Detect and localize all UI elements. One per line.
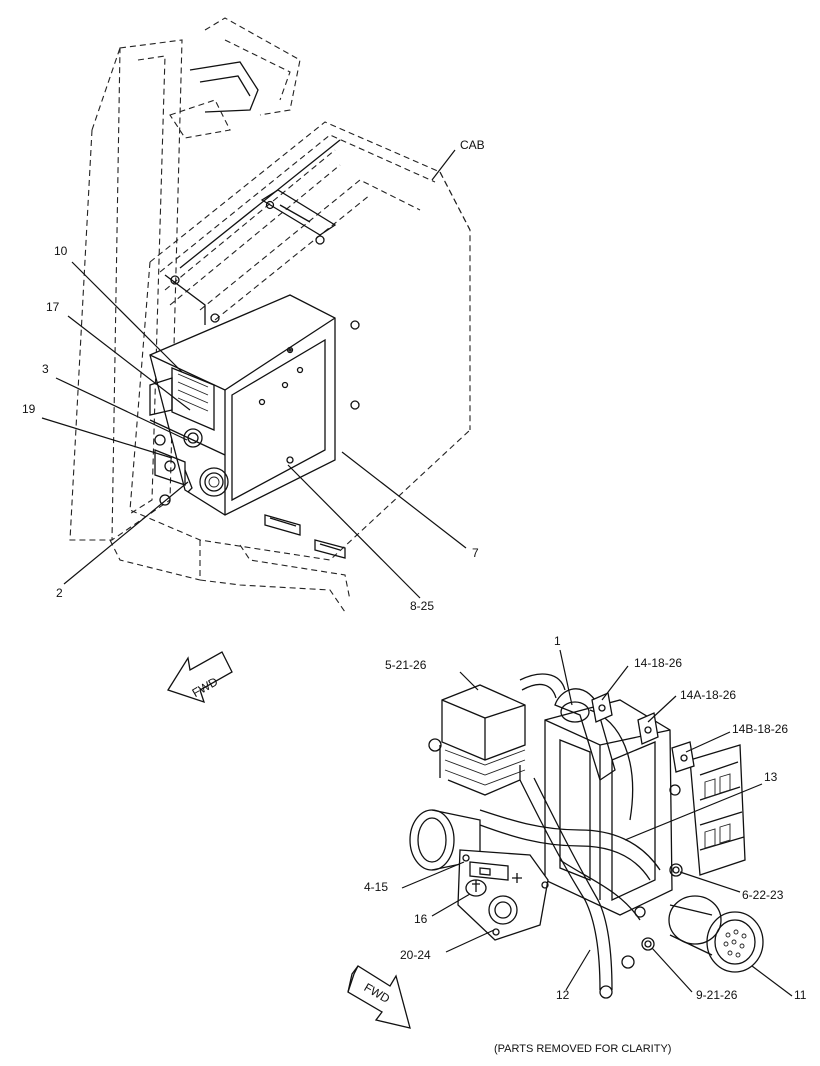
fwd-arrow-bottom: FWD: [347, 965, 411, 1029]
callout-2: 2: [56, 586, 63, 600]
callout-13: 13: [764, 770, 778, 784]
callout-4-15: 4-15: [364, 880, 389, 894]
callout-16: 16: [414, 912, 428, 926]
callout-5-21-26: 5-21-26: [385, 658, 427, 672]
callout-6-22-23: 6-22-23: [742, 888, 784, 902]
harness-illustration: [409, 673, 764, 999]
fwd-arrow-top: FWD: [167, 651, 233, 704]
callout-1: 1: [554, 634, 561, 648]
callout-14a-18-26: 14A-18-26: [680, 688, 737, 702]
callout-10: 10: [54, 244, 68, 258]
callout-3: 3: [42, 362, 49, 376]
callout-7: 7: [472, 546, 479, 560]
callout-9-21-26: 9-21-26: [696, 988, 738, 1002]
callout-19: 19: [22, 402, 36, 416]
callout-8-25: 8-25: [410, 599, 435, 613]
callout-20-24: 20-24: [400, 948, 431, 962]
callout-11: 11: [794, 988, 807, 1002]
leader-lines-bottom: [401, 649, 793, 997]
callout-17: 17: [46, 300, 60, 314]
fwd-label-top: FWD: [190, 674, 221, 700]
callout-14-18-26: 14-18-26: [634, 656, 683, 670]
caption: (PARTS REMOVED FOR CLARITY): [494, 1043, 672, 1055]
leader-lines-top: [41, 149, 467, 599]
callout-14b-18-26: 14B-18-26: [732, 722, 789, 736]
label-cab: CAB: [460, 138, 485, 152]
cab-illustration: [69, 17, 471, 613]
callout-12: 12: [556, 988, 570, 1002]
